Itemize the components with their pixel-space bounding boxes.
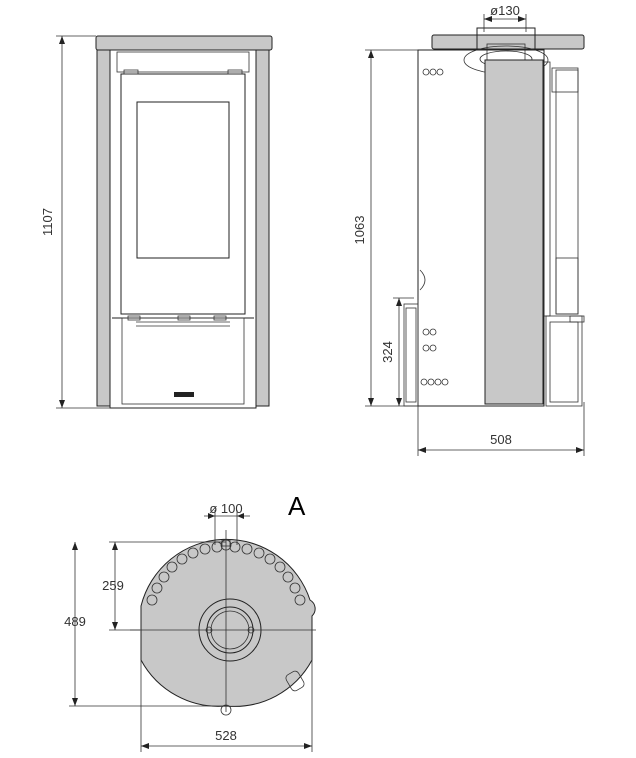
- side-flue-diameter-dimension: ø130: [490, 3, 520, 18]
- front-door: [120, 73, 246, 315]
- side-top-plate: [431, 34, 585, 50]
- top-width-dimension: 528: [215, 728, 237, 743]
- top-inlet-diameter-dimension: ø 100: [209, 501, 242, 516]
- front-top-plate: [95, 35, 273, 51]
- front-left-panel: [96, 49, 111, 407]
- top-vent-ring: [146, 541, 306, 606]
- side-inlet-height-dimension: 324: [380, 341, 395, 363]
- section-label: A: [288, 491, 306, 521]
- front-ash-slot: [174, 392, 194, 397]
- top-view: A: [64, 491, 316, 752]
- front-view: 1107: [40, 35, 273, 409]
- top-depth-dimension: 489: [64, 614, 86, 629]
- side-panel: [484, 59, 544, 405]
- top-inlet-offset-dimension: 259: [102, 578, 124, 593]
- front-window: [136, 101, 230, 259]
- top-body: [140, 538, 316, 707]
- front-height-dimension: 1107: [40, 208, 55, 236]
- front-right-panel: [255, 49, 270, 407]
- side-view: ø130 1063 324 508: [352, 3, 585, 456]
- side-height-dimension: 1063: [352, 216, 367, 245]
- front-body: [109, 49, 257, 409]
- side-depth-dimension: 508: [490, 432, 512, 447]
